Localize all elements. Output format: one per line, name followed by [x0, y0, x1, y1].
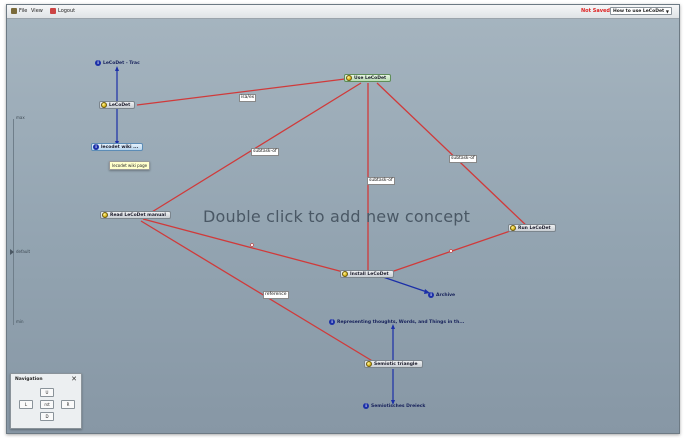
node-lecodet-wiki[interactable]: i lecodet wiki ... [91, 143, 144, 151]
edge-handle[interactable] [449, 249, 453, 253]
edge-manual-install[interactable] [142, 218, 348, 274]
edge-label-reference[interactable]: reference [263, 291, 289, 299]
node-representing-label: Representing thoughts, Words, and Things… [337, 319, 465, 325]
node-use-lecodet-label: Use LeCoDet [354, 75, 387, 81]
node-use-lecodet[interactable]: Use LeCoDet [344, 74, 392, 82]
file-menu[interactable]: File [11, 8, 27, 14]
edge-label-is-a[interactable]: isa/ex [239, 94, 257, 102]
info-icon: i [95, 60, 101, 66]
node-install-lecodet[interactable]: Install LeCoDet [340, 270, 394, 278]
navigation-panel: Navigation ✕ U L rst R D [10, 373, 82, 429]
toolbar: File View Logout Not Saved How to use Le… [7, 5, 679, 19]
edge-label-subtask-mid[interactable]: subtask-of [367, 177, 395, 185]
edge-handle[interactable] [250, 243, 254, 247]
info-icon: i [93, 144, 99, 150]
logout-label: Logout [58, 8, 76, 14]
zoom-handle[interactable] [10, 249, 14, 255]
node-semiotisches-dreieck[interactable]: i Semiotisches Dreieck [363, 403, 425, 409]
pan-left-button[interactable]: L [19, 400, 33, 409]
canvas-hint: Double click to add new concept [203, 207, 471, 226]
node-lecodet-trac-label: LeCoDet - Trac [103, 60, 140, 66]
arrowhead-representing [391, 324, 395, 329]
node-run-lecodet[interactable]: Run LeCoDet [508, 224, 556, 232]
node-lecodet-trac[interactable]: i LeCoDet - Trac [95, 60, 140, 66]
node-representing[interactable]: i Representing thoughts, Words, and Thin… [329, 319, 464, 325]
chevron-down-icon: ▼ [665, 9, 669, 14]
zoom-slider[interactable] [13, 119, 14, 325]
node-lecodet[interactable]: LeCoDet [99, 101, 136, 109]
view-menu-label: View [31, 8, 43, 14]
logout-icon [50, 8, 56, 14]
map-select-value: How to use LeCoDet [613, 9, 665, 14]
edge-label-subtask-right[interactable]: subtask-of [449, 155, 477, 163]
node-read-manual[interactable]: Read LeCoDet manual [100, 211, 171, 219]
file-menu-label: File [19, 8, 28, 14]
concept-icon [102, 212, 108, 218]
concept-icon [346, 75, 352, 81]
concept-icon [366, 361, 372, 367]
node-lecodet-label: LeCoDet [109, 102, 131, 108]
edge-install-archive[interactable] [382, 276, 428, 293]
node-archive[interactable]: i Archive [428, 292, 455, 298]
node-run-lecodet-label: Run LeCoDet [518, 225, 551, 231]
edge-lecodet-use[interactable] [136, 78, 346, 106]
pan-down-button[interactable]: D [40, 412, 54, 421]
node-semiotisches-dreieck-label: Semiotisches Dreieck [371, 403, 426, 409]
view-menu[interactable]: View [31, 8, 43, 14]
node-read-manual-label: Read LeCoDet manual [110, 212, 166, 218]
info-icon: i [363, 403, 369, 409]
save-status: Not Saved [581, 8, 610, 14]
concept-icon [342, 271, 348, 277]
reset-view-button[interactable]: rst [40, 400, 54, 409]
concept-icon [101, 102, 107, 108]
concept-icon [510, 225, 516, 231]
node-lecodet-wiki-label: lecodet wiki ... [101, 144, 139, 150]
file-icon [11, 8, 17, 14]
navigation-title: Navigation [15, 377, 43, 382]
logout-button[interactable]: Logout [50, 8, 75, 14]
close-icon[interactable]: ✕ [71, 375, 77, 383]
pan-up-button[interactable]: U [40, 388, 54, 397]
wiki-tooltip: lecodet wiki page [109, 161, 151, 170]
node-semiotic-triangle[interactable]: Semiotic triangle [364, 360, 423, 368]
arrowhead-dreieck [391, 400, 395, 405]
node-archive-label: Archive [436, 292, 456, 298]
info-icon: i [329, 319, 335, 325]
node-semiotic-triangle-label: Semiotic triangle [374, 361, 418, 367]
zoom-max-label: max [16, 115, 25, 120]
zoom-min-label: min [16, 319, 24, 324]
info-icon: i [428, 292, 434, 298]
node-install-lecodet-label: Install LeCoDet [350, 271, 389, 277]
pan-right-button[interactable]: R [61, 400, 75, 409]
edge-label-subtask-left[interactable]: subtask-of [251, 148, 279, 156]
arrowhead-trac [115, 66, 119, 71]
app-window: File View Logout Not Saved How to use Le… [6, 4, 680, 434]
zoom-default-label: default [16, 249, 31, 254]
edge-manual-semiotic[interactable] [140, 220, 380, 366]
map-select[interactable]: How to use LeCoDet ▼ [610, 7, 672, 15]
